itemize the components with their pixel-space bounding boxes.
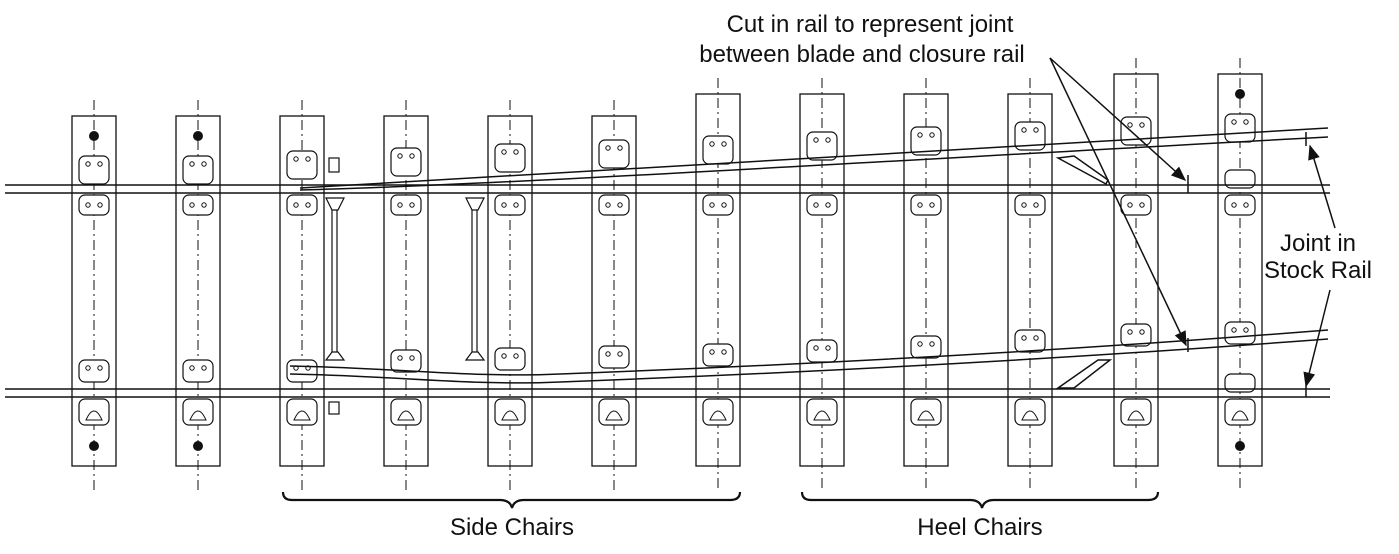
sleeper <box>1217 58 1263 490</box>
upper-heel-block <box>1055 155 1109 186</box>
cut-annotation-line2: between blade and closure rail <box>699 41 1025 68</box>
upper-switch-blade <box>299 127 1329 191</box>
sleeper <box>1007 78 1053 490</box>
cut-arrow-lower <box>1049 57 1187 347</box>
lower-stock-rail <box>5 388 1330 398</box>
sleeper <box>799 78 845 490</box>
sleeper <box>279 100 325 490</box>
sleeper <box>175 100 221 490</box>
lower-heel-block <box>1055 359 1113 389</box>
sleeper <box>591 100 637 490</box>
cut-annotation-line1: Cut in rail to represent joint <box>727 11 1014 38</box>
joint-annotation-line2: Stock Rail <box>1264 257 1372 284</box>
heel-chairs-label: Heel Chairs <box>917 514 1042 541</box>
joint-arrow-lower <box>1303 289 1331 388</box>
cut-annotation: Cut in rail to represent joint between b… <box>699 11 1187 347</box>
sleepers <box>71 58 1263 490</box>
cut-arrow-upper <box>1049 57 1187 182</box>
lower-switch-blade <box>289 329 1329 384</box>
stretcher-bar-2 <box>464 197 486 361</box>
stretcher-bar-1 <box>324 157 346 415</box>
sleeper <box>487 100 533 490</box>
sleeper <box>383 100 429 490</box>
side-chairs-label: Side Chairs <box>450 514 574 541</box>
sleeper <box>903 78 949 490</box>
upper-stock-rail <box>5 184 1330 194</box>
joint-arrow-upper <box>1308 144 1336 229</box>
sleeper <box>71 100 117 490</box>
side-chairs-bracket: Side Chairs <box>281 491 742 541</box>
sleeper <box>695 78 741 490</box>
joint-annotation-line1: Joint in <box>1280 230 1356 257</box>
heel-chairs-bracket: Heel Chairs <box>800 491 1160 541</box>
joint-annotation: Joint in Stock Rail <box>1264 144 1372 388</box>
